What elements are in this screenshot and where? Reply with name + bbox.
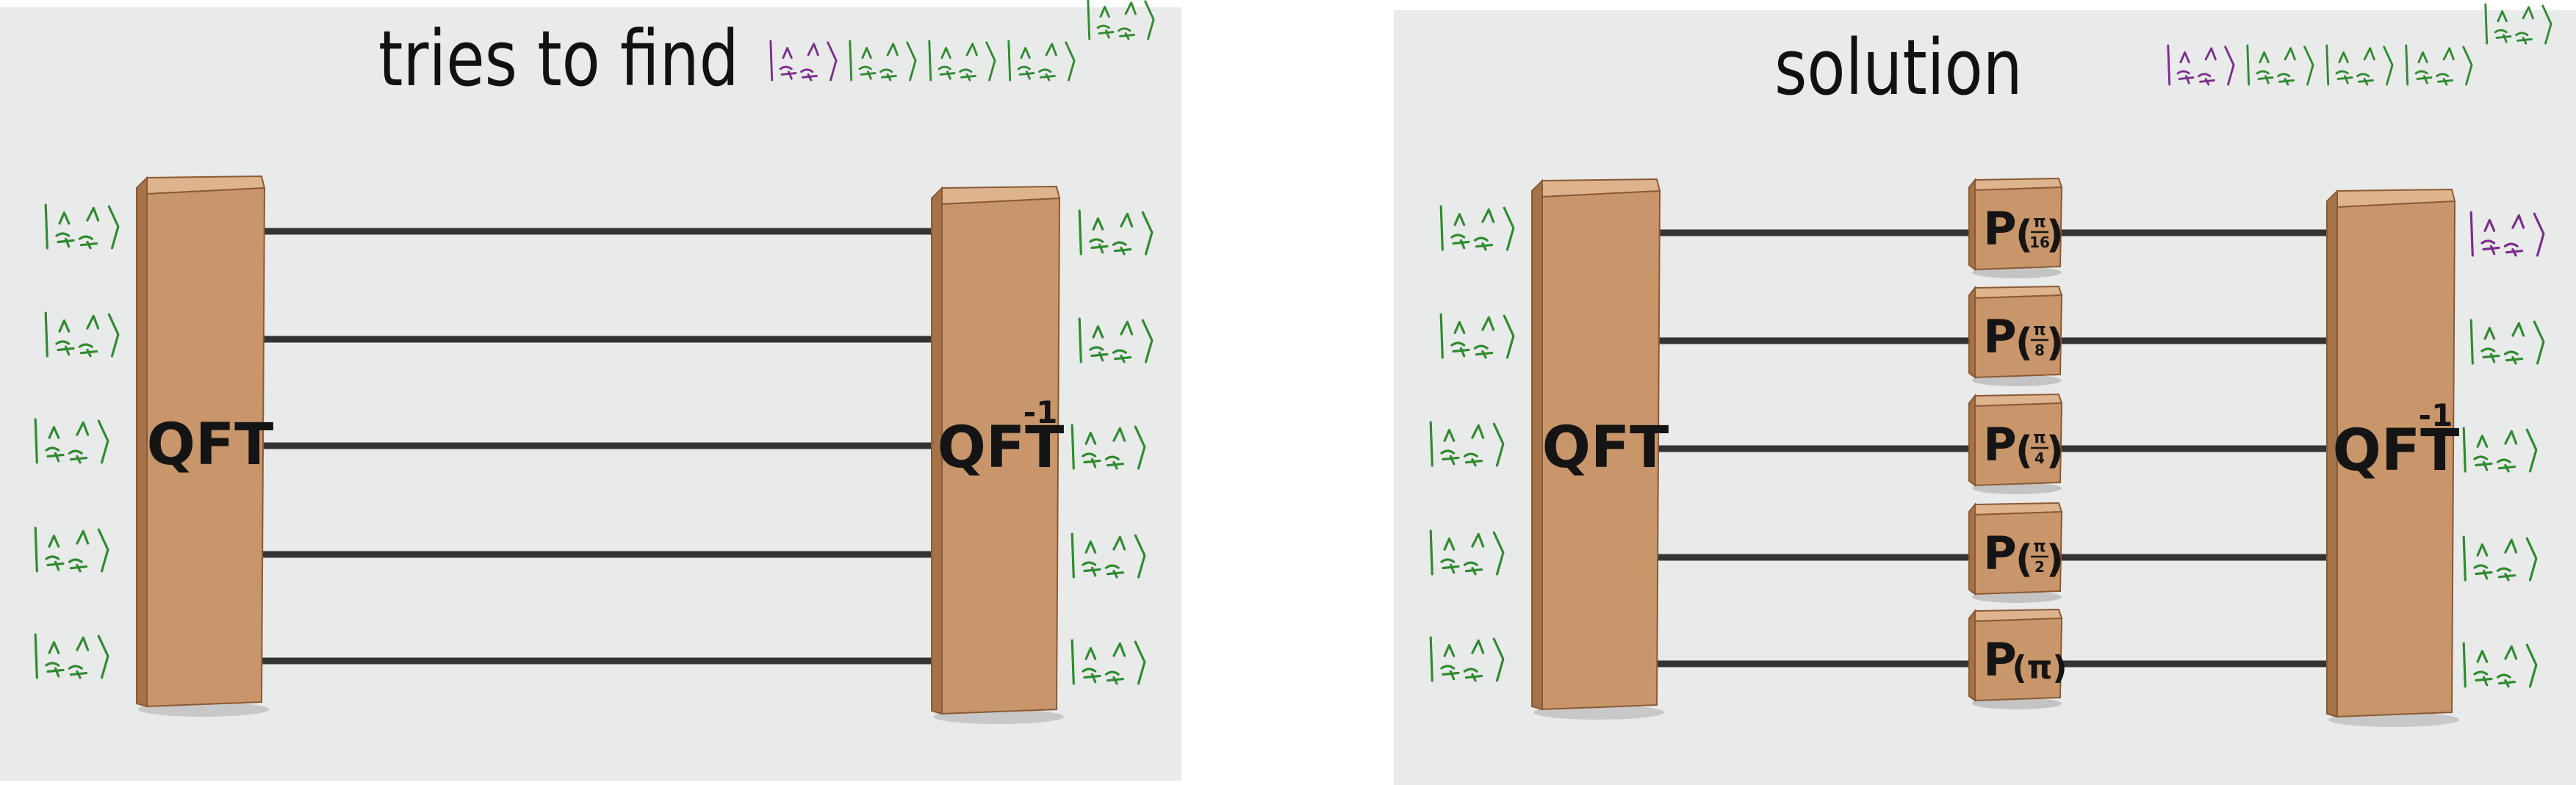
phase-gate: P( )π 8 — [1968, 285, 2064, 386]
phase-gate-angle: ( ) — [2015, 429, 2064, 473]
phase-gate-label: P — [1983, 202, 2016, 256]
cat-ket-icon — [1078, 317, 1154, 363]
cat-ket-icon — [34, 633, 109, 679]
qft-gate — [136, 175, 269, 717]
cat-ket-icon — [34, 527, 109, 573]
inverse-qft-superscript: -1 — [1023, 394, 1058, 430]
panel-title: tries to find — [378, 14, 739, 104]
cat-ket-icon — [1007, 40, 1076, 82]
phase-gate: P(π) — [1968, 608, 2068, 709]
phase-gate-angle: ( ) — [2015, 538, 2064, 582]
angle-denominator: 4 — [2034, 449, 2045, 467]
cat-ket-icon — [2246, 44, 2314, 86]
phase-gate-angle: ( ) — [2015, 213, 2064, 257]
cat-ket-icon — [34, 418, 109, 464]
cat-ket-icon — [849, 40, 917, 82]
angle-denominator: 8 — [2034, 341, 2045, 359]
cat-ket-icon — [2462, 535, 2538, 582]
cat-ket-icon — [1429, 421, 1505, 467]
cat-ket-icon — [1439, 205, 1515, 251]
cat-ket-icon — [2325, 44, 2394, 86]
inverse-qft-gate — [2326, 188, 2459, 727]
angle-numerator: π — [2033, 213, 2046, 231]
inverse-qft-gate-label: QFT — [2333, 418, 2460, 484]
panel-title: solution — [1774, 23, 2023, 112]
angle-numerator: π — [2033, 538, 2046, 556]
cat-ket-icon — [1439, 313, 1515, 359]
qft-gate-label: QFT — [147, 412, 274, 478]
cat-ket-icon — [44, 311, 120, 358]
cat-ket-icon — [769, 40, 838, 82]
cat-ket-icon — [2167, 44, 2235, 86]
phase-gate-angle: (π) — [2012, 649, 2067, 687]
cat-ket-icon — [1087, 0, 1155, 40]
angle-numerator: π — [2033, 321, 2046, 339]
cat-ket-icon — [1429, 529, 1505, 576]
phase-gate: P( )π 2 — [1968, 502, 2064, 603]
phase-gate-label: P — [1983, 527, 2016, 580]
cat-ket-icon — [1429, 636, 1505, 682]
cat-ket-icon — [2469, 319, 2545, 365]
phase-gate: P( )π 16 — [1968, 177, 2064, 278]
cat-ket-icon — [2484, 3, 2552, 45]
cat-ket-icon — [2405, 44, 2473, 86]
cat-ket-icon — [1078, 209, 1154, 256]
angle-denominator: 2 — [2034, 558, 2045, 576]
qft-gate — [1531, 178, 1664, 720]
cat-ket-icon — [928, 40, 996, 82]
inverse-qft-superscript: -1 — [2419, 397, 2453, 433]
angle-numerator: π — [2033, 429, 2046, 447]
cat-ket-icon — [1071, 639, 1146, 685]
inverse-qft-gate — [931, 185, 1064, 724]
phase-gate-label: P — [1983, 310, 2016, 363]
cat-ket-icon — [2469, 211, 2545, 257]
inverse-qft-gate-label: QFT — [938, 415, 1065, 481]
qft-gate-label: QFT — [1542, 415, 1669, 481]
cat-ket-icon — [44, 203, 120, 250]
phase-gate: P( )π 4 — [1968, 393, 2064, 494]
phase-gate-angle: ( ) — [2015, 321, 2064, 365]
cat-ket-icon — [1071, 424, 1146, 470]
phase-gate-label: P — [1983, 418, 2016, 471]
cat-ket-icon — [2462, 642, 2538, 688]
angle-denominator: 16 — [2029, 234, 2050, 251]
phase-gate-label: P — [1983, 633, 2016, 687]
cat-ket-icon — [2462, 427, 2538, 473]
cat-ket-icon — [1071, 532, 1146, 579]
